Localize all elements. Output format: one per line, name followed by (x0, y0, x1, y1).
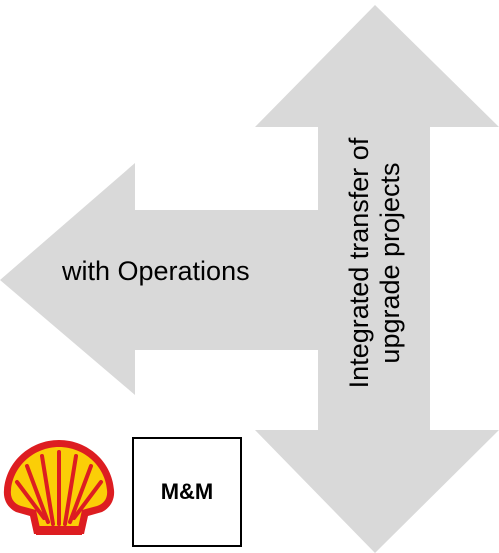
mm-logo-box: M&M (132, 437, 242, 547)
mm-logo-text: M&M (160, 479, 214, 504)
vertical-label-line-2: upgrade projects (375, 161, 405, 364)
vertical-arrow-label-wrap: Integrated transfer of upgrade projects (330, 85, 420, 440)
with-operations-label: with Operations (62, 256, 250, 286)
shell-logo-ribs (15, 450, 103, 526)
integrated-transfer-label: Integrated transfer of upgrade projects (344, 85, 406, 440)
left-arrow (0, 163, 330, 395)
shell-logo-icon (3, 440, 115, 535)
vertical-double-arrow (255, 5, 499, 553)
shell-logo-base (36, 526, 82, 535)
vertical-label-line-1: Integrated transfer of (344, 137, 374, 388)
